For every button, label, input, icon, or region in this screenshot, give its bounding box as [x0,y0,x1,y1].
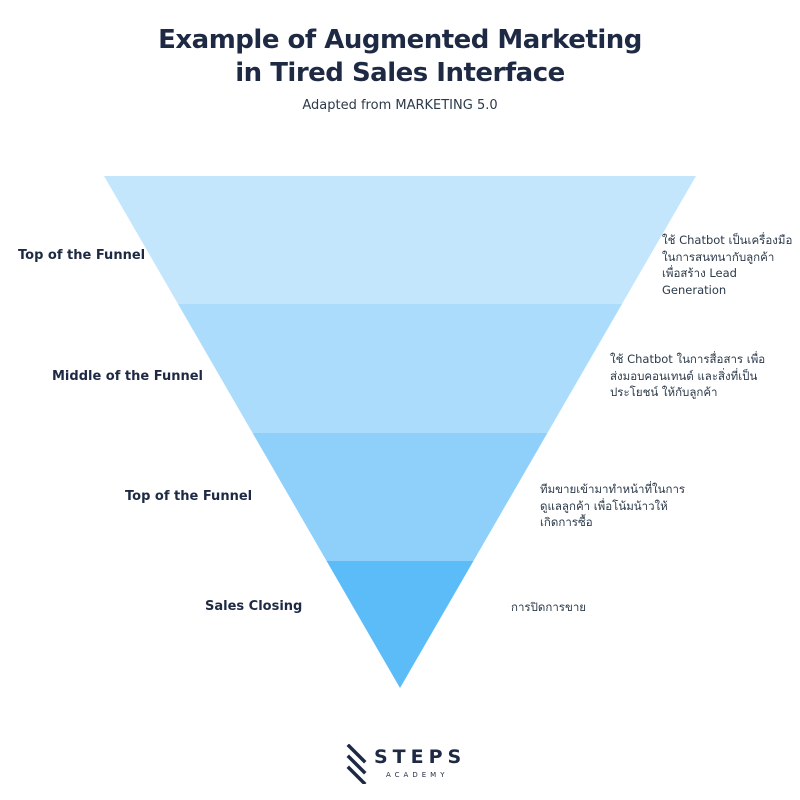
stage-label-4: Sales Closing [205,599,303,614]
description-line: การปิดการขาย [511,600,587,614]
steps-academy-logo: STEPS ACADEMY [344,744,464,784]
stage-label-2: Middle of the Funnel [52,369,203,384]
stage-description-2: ใช้ Chatbot ในการสื่อสาร เพื่อ ส่งมอบคอน… [610,351,795,401]
description-line: เกิดการซื้อ [540,515,593,529]
stage-description-4: การปิดการขาย [511,599,711,616]
funnel-stage-1 [104,176,696,304]
funnel-stage-3 [252,433,548,561]
subtitle: Adapted from MARKETING 5.0 [302,98,498,113]
description-line: ดูแลลูกค้า เพื่อโน้มน้าวให้ [540,498,668,513]
stage-description-1: ใช้ Chatbot เป็นเครื่องมือ ในการสนทนากับ… [662,232,797,298]
stage-description-3: ทีมขายเข้ามาทำหน้าที่ในการ ดูแลลูกค้า เพ… [540,481,740,531]
description-line: ทีมขายเข้ามาทำหน้าที่ในการ [540,482,686,496]
description-line: ใช้ Chatbot ในการสื่อสาร เพื่อ [610,352,766,366]
logo-tagline: ACADEMY [386,771,449,779]
description-line: เพื่อสร้าง Lead [662,266,737,280]
funnel-stage-2 [178,304,622,433]
steps-logo-icon [346,744,367,784]
title-line-1: Example of Augmented Marketing [158,25,642,55]
stage-label-1: Top of the Funnel [18,248,146,263]
title-line-2: in Tired Sales Interface [235,58,565,88]
description-line: Generation [662,282,727,297]
description-line: ใช้ Chatbot เป็นเครื่องมือ [662,233,793,247]
description-line: ในการสนทนากับลูกค้า [662,249,775,264]
description-line: ส่งมอบคอนเทนต์ และสิ่งที่เป็น [610,368,758,383]
description-line: ประโยชน์ ให้กับลูกค้า [610,385,718,399]
logo-name: STEPS [374,746,467,768]
funnel-stage-4 [326,561,474,688]
stage-label-3: Top of the Funnel [125,489,253,504]
